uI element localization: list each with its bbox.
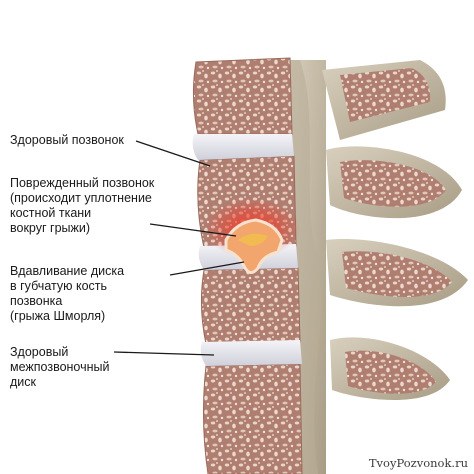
leader-line-damaged-vertebra (149, 223, 237, 237)
label-damaged-line: вокруг грыжи) (10, 221, 91, 235)
label-disc-pressing-line: Вдавливание диска (10, 264, 125, 278)
vertebra-lower (200, 267, 301, 345)
label-disc-pressing-line: (грыжа Шморля) (10, 309, 106, 323)
leader-line-healthy-vertebra (135, 140, 211, 167)
leader-lines (113, 140, 245, 356)
label-damaged-vertebra: Поврежденный позвонок (происходит уплотн… (10, 176, 154, 236)
label-healthy-vertebra: Здоровый позвонок (10, 133, 124, 148)
label-healthy-vertebra-text: Здоровый позвонок (10, 133, 124, 147)
label-healthy-disc-line: межпозвоночный (10, 360, 110, 374)
leader-line-healthy-disc (113, 351, 215, 356)
label-healthy-disc-line: Здоровый (10, 345, 69, 359)
label-healthy-disc-line: диск (10, 375, 36, 389)
label-disc-pressing-line: в губчатую кость (10, 279, 108, 293)
leader-line-disc-pressing (169, 261, 245, 276)
vertebra-bottom (202, 363, 303, 474)
label-damaged-line: костной ткани (10, 206, 92, 220)
label-damaged-line: (происходит уплотнение (10, 191, 152, 205)
label-disc-pressing-line: позвонка (10, 294, 63, 308)
vertebra-top (192, 57, 293, 135)
label-healthy-disc: Здоровый межпозвоночный диск (10, 345, 110, 390)
schmorl-node (204, 198, 300, 274)
disc-healthy (200, 340, 302, 366)
watermark: TvoyPozvonok.ru (368, 456, 468, 470)
posterior-elements (286, 60, 468, 474)
label-damaged-line: Поврежденный позвонок (10, 176, 155, 190)
disc-upper (192, 134, 294, 160)
label-disc-pressing: Вдавливание диска в губчатую кость позво… (10, 264, 124, 324)
vertebral-bodies (192, 57, 303, 474)
